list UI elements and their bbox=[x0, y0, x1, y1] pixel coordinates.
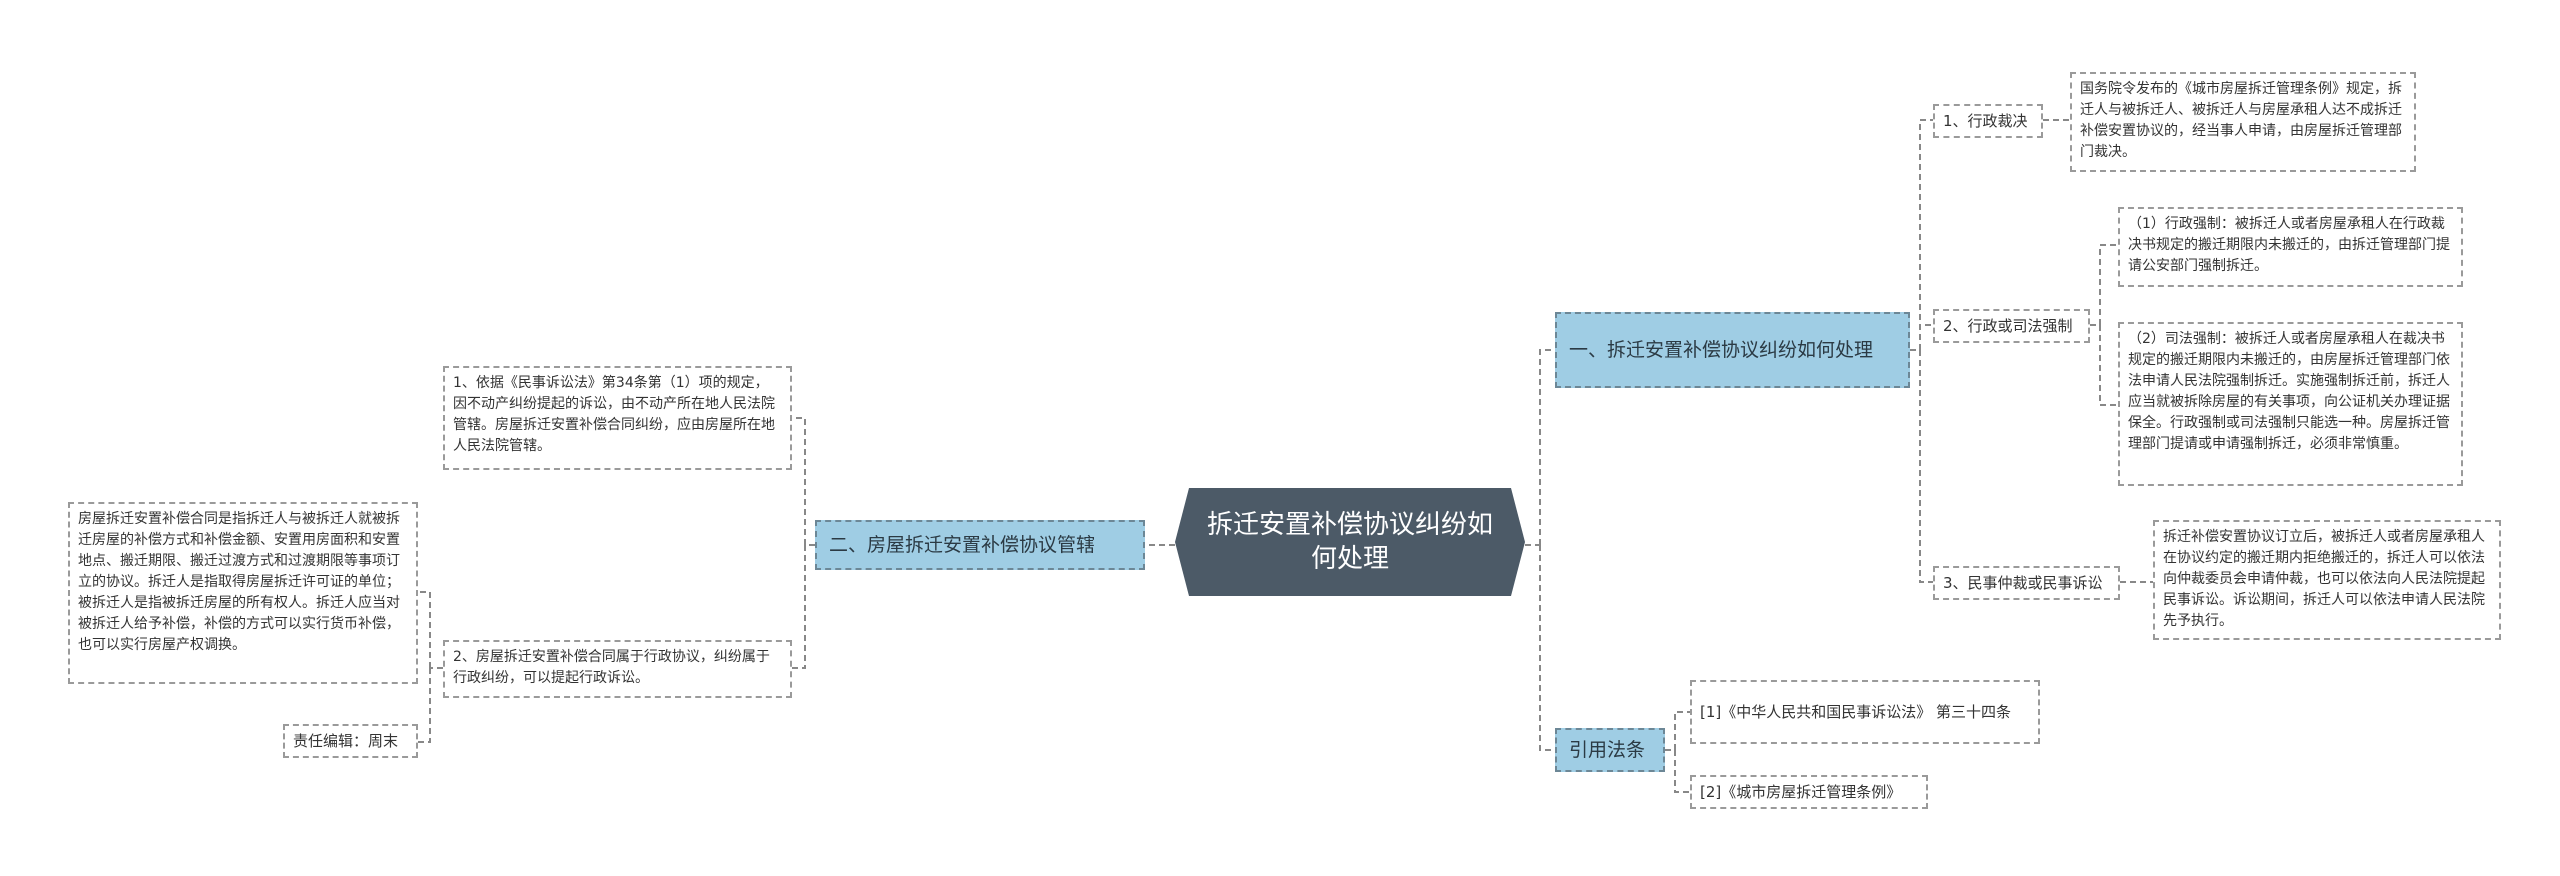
editor-credit-text: 责任编辑：周末 bbox=[293, 732, 399, 750]
branch-jurisdiction[interactable]: 二、房屋拆迁安置补偿协议管辖 bbox=[815, 520, 1145, 570]
editor-credit: 责任编辑：周末 bbox=[283, 724, 418, 758]
branch-cited-laws-title: 引用法条 bbox=[1569, 739, 1646, 761]
item-administrative-ruling-label: 1、行政裁决 bbox=[1943, 112, 2028, 130]
item-enforcement[interactable]: 2、行政或司法强制 bbox=[1933, 309, 2090, 343]
jurisdiction-administrative-text: 2、房屋拆迁安置补偿合同属于行政协议，纠纷属于行政纠纷，可以提起行政诉讼。 bbox=[453, 649, 770, 686]
cited-law-civil-procedure-text: [1]《中华人民共和国民事诉讼法》 第三十四条 bbox=[1700, 703, 2012, 721]
link-branch1-items bbox=[1910, 119, 1933, 583]
link-left-items bbox=[792, 417, 815, 669]
root-topic-text: 拆迁安置补偿协议纠纷如何处理 bbox=[1206, 510, 1493, 574]
item-arbitration-litigation[interactable]: 3、民事仲裁或民事诉讼 bbox=[1933, 566, 2120, 600]
root-topic[interactable]: 拆迁安置补偿协议纠纷如何处理 bbox=[1175, 488, 1525, 596]
detail-judicial-enforcement-text: （2）司法强制：被拆迁人或者房屋承租人在裁决书规定的搬迁期限内未搬迁的，由房屋拆… bbox=[2128, 331, 2450, 452]
cited-law-demolition-regulation-text: [2]《城市房屋拆迁管理条例》 bbox=[1700, 783, 1902, 801]
branch-dispute-handling-title: 一、拆迁安置补偿协议纠纷如何处理 bbox=[1569, 339, 1874, 361]
link-item2-details bbox=[2090, 244, 2118, 406]
branch-cited-laws[interactable]: 引用法条 bbox=[1555, 728, 1665, 772]
item-arbitration-litigation-label: 3、民事仲裁或民事诉讼 bbox=[1943, 574, 2103, 592]
link-root-right bbox=[1525, 349, 1555, 751]
detail-administrative-enforcement-text: （1）行政强制：被拆迁人或者房屋承租人在行政裁决书规定的搬迁期限内未搬迁的，由拆… bbox=[2128, 216, 2450, 274]
cited-law-civil-procedure[interactable]: [1]《中华人民共和国民事诉讼法》 第三十四条 bbox=[1690, 680, 2040, 744]
detail-administrative-enforcement: （1）行政强制：被拆迁人或者房屋承租人在行政裁决书规定的搬迁期限内未搬迁的，由拆… bbox=[2118, 207, 2463, 287]
item-administrative-ruling[interactable]: 1、行政裁决 bbox=[1933, 104, 2043, 138]
detail-arbitration-litigation: 拆迁补偿安置协议订立后，被拆迁人或者房屋承租人在协议约定的搬迁期内拒绝搬迁的，拆… bbox=[2153, 520, 2501, 640]
jurisdiction-civil-procedure: 1、依据《民事诉讼法》第34条第（1）项的规定，因不动产纠纷提起的诉讼，由不动产… bbox=[443, 366, 792, 470]
link-left-note bbox=[418, 591, 443, 743]
detail-administrative-ruling: 国务院令发布的《城市房屋拆迁管理条例》规定，拆迁人与被拆迁人、被拆迁人与房屋承租… bbox=[2070, 72, 2416, 172]
jurisdiction-civil-procedure-text: 1、依据《民事诉讼法》第34条第（1）项的规定，因不动产纠纷提起的诉讼，由不动产… bbox=[453, 375, 775, 454]
jurisdiction-administrative: 2、房屋拆迁安置补偿合同属于行政协议，纠纷属于行政纠纷，可以提起行政诉讼。 bbox=[443, 640, 792, 698]
link-branch2-items bbox=[1665, 711, 1690, 793]
branch-dispute-handling[interactable]: 一、拆迁安置补偿协议纠纷如何处理 bbox=[1555, 312, 1910, 388]
definition-note: 房屋拆迁安置补偿合同是指拆迁人与被拆迁人就被拆迁房屋的补偿方式和补偿金额、安置用… bbox=[68, 502, 418, 684]
cited-law-demolition-regulation[interactable]: [2]《城市房屋拆迁管理条例》 bbox=[1690, 775, 1928, 809]
detail-judicial-enforcement: （2）司法强制：被拆迁人或者房屋承租人在裁决书规定的搬迁期限内未搬迁的，由房屋拆… bbox=[2118, 322, 2463, 486]
item-enforcement-label: 2、行政或司法强制 bbox=[1943, 317, 2073, 335]
detail-arbitration-litigation-text: 拆迁补偿安置协议订立后，被拆迁人或者房屋承租人在协议约定的搬迁期内拒绝搬迁的，拆… bbox=[2163, 529, 2485, 629]
branch-jurisdiction-title: 二、房屋拆迁安置补偿协议管辖 bbox=[829, 534, 1096, 556]
detail-administrative-ruling-text: 国务院令发布的《城市房屋拆迁管理条例》规定，拆迁人与被拆迁人、被拆迁人与房屋承租… bbox=[2080, 81, 2402, 160]
definition-note-text: 房屋拆迁安置补偿合同是指拆迁人与被拆迁人就被拆迁房屋的补偿方式和补偿金额、安置用… bbox=[78, 511, 400, 653]
